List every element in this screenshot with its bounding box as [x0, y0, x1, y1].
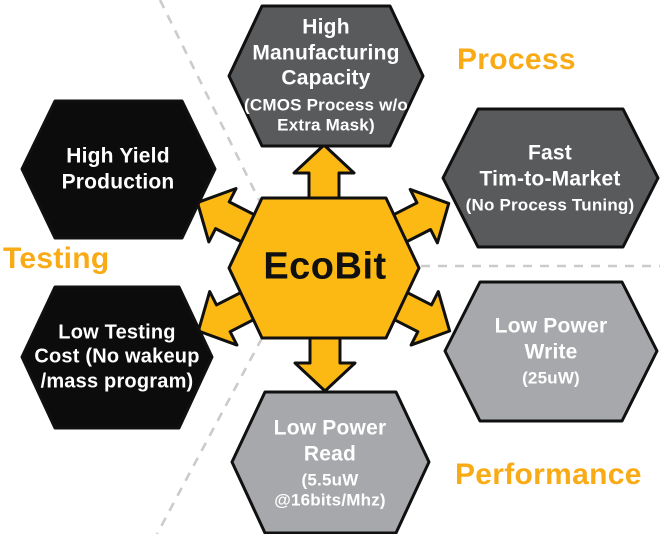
ecobit-center-label: EcoBit: [263, 245, 387, 288]
hexagon-ecobit-center: [227, 196, 421, 340]
divider-testing-performance-dashed-line: [155, 337, 264, 534]
section-label-testing: Testing: [3, 242, 110, 275]
divider-testing-process-dashed-line: [158, 0, 268, 215]
section-label-process: Process: [457, 43, 576, 76]
hexagon-fast-time-to-market: [441, 107, 660, 249]
hexagon-high-manufacturing-capacity: [227, 4, 425, 148]
hexagon-low-power-read: [230, 390, 431, 534]
section-label-performance: Performance: [455, 458, 642, 491]
hexagon-high-yield-production: [20, 99, 217, 240]
hexagon-low-power-write: [443, 280, 659, 423]
hexagon-low-testing-cost: [20, 285, 214, 430]
